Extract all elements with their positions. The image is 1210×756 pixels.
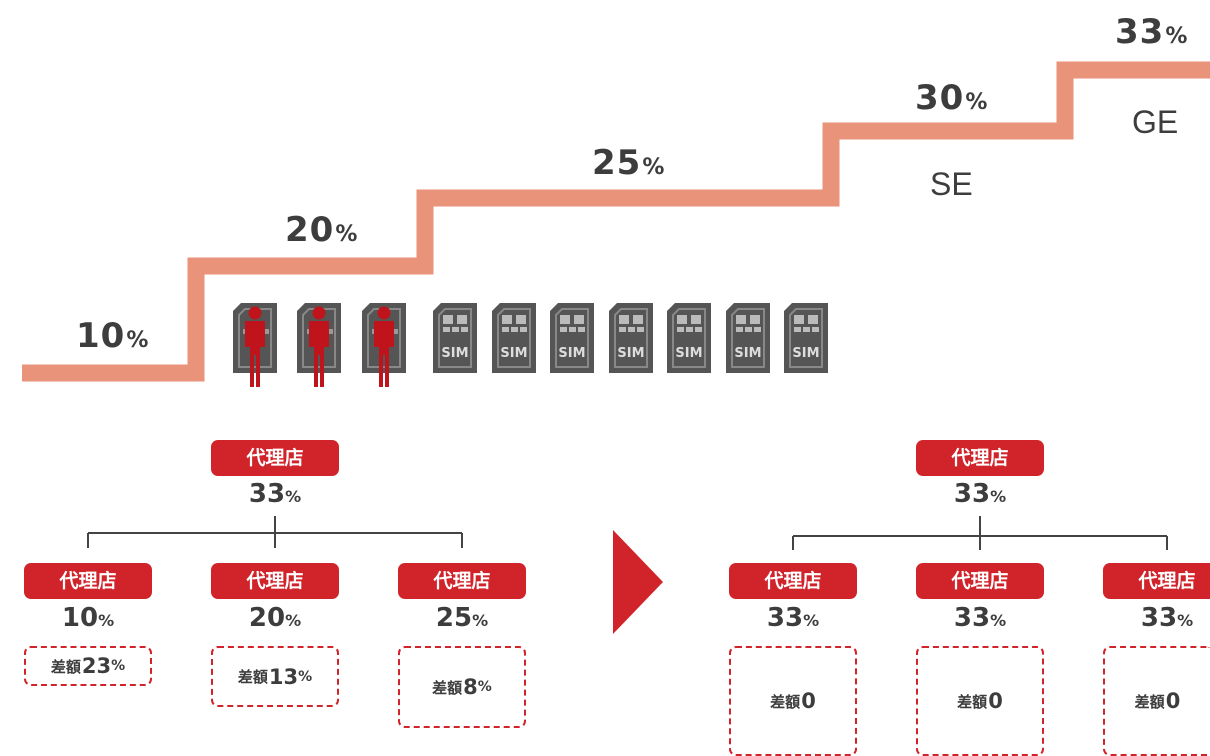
agency-badge-child-before: 代理店	[398, 563, 526, 599]
agency-badge-child-before: 代理店	[211, 563, 339, 599]
svg-text:SIM: SIM	[500, 346, 527, 361]
agency-percent-parent-before: 33%	[248, 479, 302, 509]
agency-percent-child-after: 33%	[1140, 603, 1194, 633]
sim-card-icon: SIM	[433, 303, 477, 387]
svg-text:SIM: SIM	[792, 346, 819, 361]
sim-card-person-icon	[362, 303, 406, 387]
arrow-right-icon	[613, 530, 663, 634]
svg-text:SIM: SIM	[441, 346, 468, 361]
agency-badge-child-before: 代理店	[24, 563, 152, 599]
step-percent-33: 33%	[1115, 12, 1188, 52]
step-percent-20: 20%	[285, 210, 358, 250]
sim-card-icon: SIM	[550, 303, 594, 387]
step-percent-25: 25%	[592, 143, 665, 183]
svg-text:SIM: SIM	[617, 346, 644, 361]
agency-percent-child-after: 33%	[766, 603, 820, 633]
agency-badge-child-after: 代理店	[729, 563, 857, 599]
agency-badge-child-after: 代理店	[916, 563, 1044, 599]
agency-badge-child-after: 代理店	[1103, 563, 1210, 599]
sim-card-person-icon	[297, 303, 341, 387]
agency-percent-child-before: 10%	[61, 603, 115, 633]
agency-percent-parent-after: 33%	[953, 479, 1007, 509]
agency-percent-child-before: 20%	[248, 603, 302, 633]
sim-card-person-icon	[233, 303, 277, 387]
svg-text:SIM: SIM	[675, 346, 702, 361]
sim-card-icon: SIM	[491, 303, 536, 387]
svg-text:SIM: SIM	[734, 346, 761, 361]
agency-badge-parent-before: 代理店	[211, 440, 339, 476]
step-percent-10: 10%	[76, 316, 149, 356]
step-percent-30: 30%	[915, 78, 988, 118]
sim-card-icon: SIM	[725, 303, 770, 387]
sim-card-icon: SIM	[784, 303, 828, 387]
sim-card-icon: SIM	[667, 303, 711, 387]
svg-text:SIM: SIM	[558, 346, 585, 361]
agency-badge-parent-after: 代理店	[916, 440, 1044, 476]
agency-percent-child-before: 25%	[435, 603, 489, 633]
level-label-se: SE	[930, 166, 973, 202]
level-label-ge: GE	[1132, 104, 1179, 140]
agency-percent-child-after: 33%	[953, 603, 1007, 633]
sim-card-icon: SIM	[608, 303, 653, 387]
